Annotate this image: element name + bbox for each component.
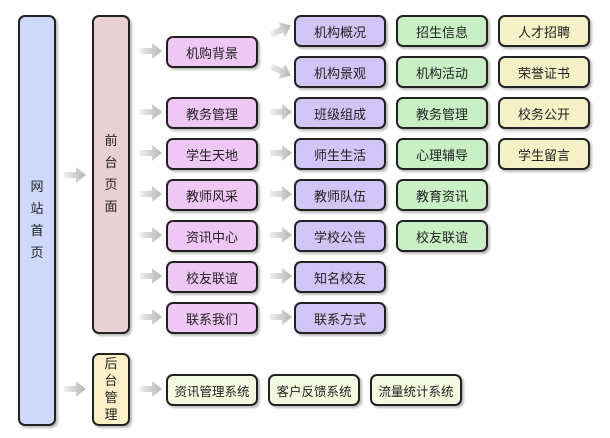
- node-backend-char: 管: [104, 390, 118, 406]
- page-node: 教育资讯: [396, 179, 488, 211]
- node-home-char: 网: [30, 179, 44, 195]
- page-node: 教务管理: [396, 97, 488, 129]
- page-node: 教师队伍: [294, 179, 386, 211]
- node-backend: 后 台 管 理: [92, 353, 130, 426]
- arrow-right-icon: [140, 268, 162, 284]
- section-node: 教师风采: [166, 179, 258, 211]
- page-node: 荣誉证书: [498, 56, 590, 88]
- page-node: 人才招聘: [498, 15, 590, 47]
- page-node: 知名校友: [294, 261, 386, 293]
- node-home-char: 页: [30, 245, 44, 261]
- node-frontend-char: 面: [104, 199, 118, 215]
- page-node: 招生信息: [396, 15, 488, 47]
- section-node: 机购背景: [166, 36, 258, 68]
- node-frontend-char: 页: [104, 177, 118, 193]
- arrow-right-icon: [140, 145, 162, 161]
- arrow-right-icon: [140, 104, 162, 120]
- page-node: 班级组成: [294, 97, 386, 129]
- page-node: 校友联谊: [396, 220, 488, 252]
- arrow-right-icon: [268, 59, 295, 83]
- page-node: 师生生活: [294, 138, 386, 170]
- section-node: 联系我们: [166, 302, 258, 334]
- page-node: 机构概况: [294, 15, 386, 47]
- arrow-right-icon: [270, 309, 292, 325]
- section-node: 学生天地: [166, 138, 258, 170]
- node-backend-char: 理: [104, 407, 118, 423]
- arrow-right-icon: [270, 268, 292, 284]
- arrow-right-icon: [140, 227, 162, 243]
- node-backend-char: 台: [104, 373, 118, 389]
- node-frontend-char: 前: [104, 133, 118, 149]
- page-node: 联系方式: [294, 302, 386, 334]
- node-frontend-char: 台: [104, 155, 118, 171]
- system-node: 客户反馈系统: [268, 374, 360, 406]
- arrow-right-icon: [270, 104, 292, 120]
- node-home-char: 首: [30, 223, 44, 239]
- page-node: 学校公告: [294, 220, 386, 252]
- arrow-right-icon: [140, 186, 162, 202]
- system-node: 流量统计系统: [370, 374, 462, 406]
- page-node: 心理辅导: [396, 138, 488, 170]
- arrow-right-icon: [64, 167, 86, 183]
- arrow-right-icon: [268, 18, 295, 42]
- arrow-right-icon: [270, 227, 292, 243]
- page-node: 校务公开: [498, 97, 590, 129]
- node-frontend: 前 台 页 面: [92, 15, 130, 334]
- node-home-char: 站: [30, 201, 44, 217]
- section-node: 资讯中心: [166, 220, 258, 252]
- page-node: 机构景观: [294, 56, 386, 88]
- arrow-right-icon: [270, 186, 292, 202]
- arrow-right-icon: [140, 381, 162, 397]
- system-node: 资讯管理系统: [166, 374, 258, 406]
- section-node: 校友联谊: [166, 261, 258, 293]
- arrow-right-icon: [140, 43, 162, 59]
- arrow-right-icon: [64, 381, 86, 397]
- node-backend-char: 后: [104, 356, 118, 372]
- page-node: 学生留言: [498, 138, 590, 170]
- page-node: 机构活动: [396, 56, 488, 88]
- node-home: 网 站 首 页: [18, 15, 56, 426]
- arrow-right-icon: [140, 309, 162, 325]
- section-node: 教务管理: [166, 97, 258, 129]
- arrow-right-icon: [270, 145, 292, 161]
